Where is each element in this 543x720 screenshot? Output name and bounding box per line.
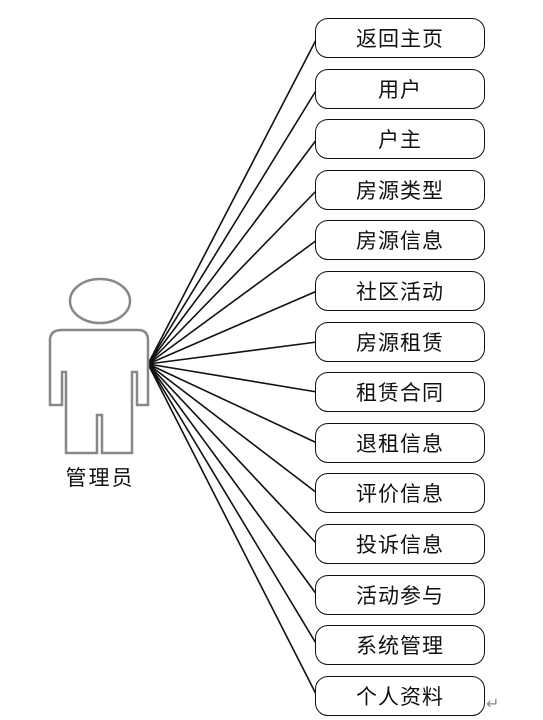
use-case-label: 投诉信息 xyxy=(356,533,444,557)
association-line xyxy=(147,239,318,365)
association-line xyxy=(147,290,318,365)
use-case-label: 户主 xyxy=(378,128,422,152)
actor-head xyxy=(68,277,132,325)
use-case-node: 房源信息 xyxy=(315,220,485,260)
use-case-node: 租赁合同 xyxy=(315,372,485,412)
association-line xyxy=(147,363,318,545)
use-case-label: 退租信息 xyxy=(356,432,444,456)
association-line xyxy=(147,138,318,365)
association-line xyxy=(147,363,318,596)
use-case-label: 评价信息 xyxy=(356,482,444,506)
association-line xyxy=(147,363,318,393)
use-case-label: 个人资料 xyxy=(356,685,444,709)
use-case-label: 房源类型 xyxy=(356,179,444,203)
association-line xyxy=(147,37,318,365)
use-case-node: 户主 xyxy=(315,119,485,159)
use-case-label: 租赁合同 xyxy=(356,381,444,405)
association-line xyxy=(147,88,318,365)
use-case-label: 社区活动 xyxy=(356,280,444,304)
use-case-node: 房源租赁 xyxy=(315,322,485,362)
association-line xyxy=(147,341,318,365)
use-case-node: 评价信息 xyxy=(315,473,485,513)
use-case-node: 房源类型 xyxy=(315,170,485,210)
association-line xyxy=(147,363,318,697)
use-case-node: 返回主页 xyxy=(315,18,485,58)
use-case-node: 投诉信息 xyxy=(315,524,485,564)
actor-body xyxy=(48,328,150,455)
association-line xyxy=(147,363,318,444)
association-line xyxy=(147,189,318,365)
actor-figure xyxy=(48,277,150,455)
use-case-node: 活动参与 xyxy=(315,575,485,615)
use-case-node: 用户 xyxy=(315,69,485,109)
association-lines xyxy=(147,37,318,697)
use-case-node: 个人资料 xyxy=(315,676,485,716)
use-case-node: 退租信息 xyxy=(315,423,485,463)
association-line xyxy=(147,363,318,494)
use-case-label: 用户 xyxy=(378,78,422,102)
use-case-label: 房源信息 xyxy=(356,229,444,253)
use-case-label: 返回主页 xyxy=(356,27,444,51)
use-case-label: 房源租赁 xyxy=(356,331,444,355)
use-case-node: 社区活动 xyxy=(315,271,485,311)
use-case-label: 活动参与 xyxy=(356,584,444,608)
paragraph-mark: ↵ xyxy=(486,694,500,713)
use-case-node: 系统管理 xyxy=(315,625,485,665)
association-line xyxy=(147,363,318,646)
actor-label: 管理员 xyxy=(65,466,135,490)
use-case-label: 系统管理 xyxy=(356,634,444,658)
